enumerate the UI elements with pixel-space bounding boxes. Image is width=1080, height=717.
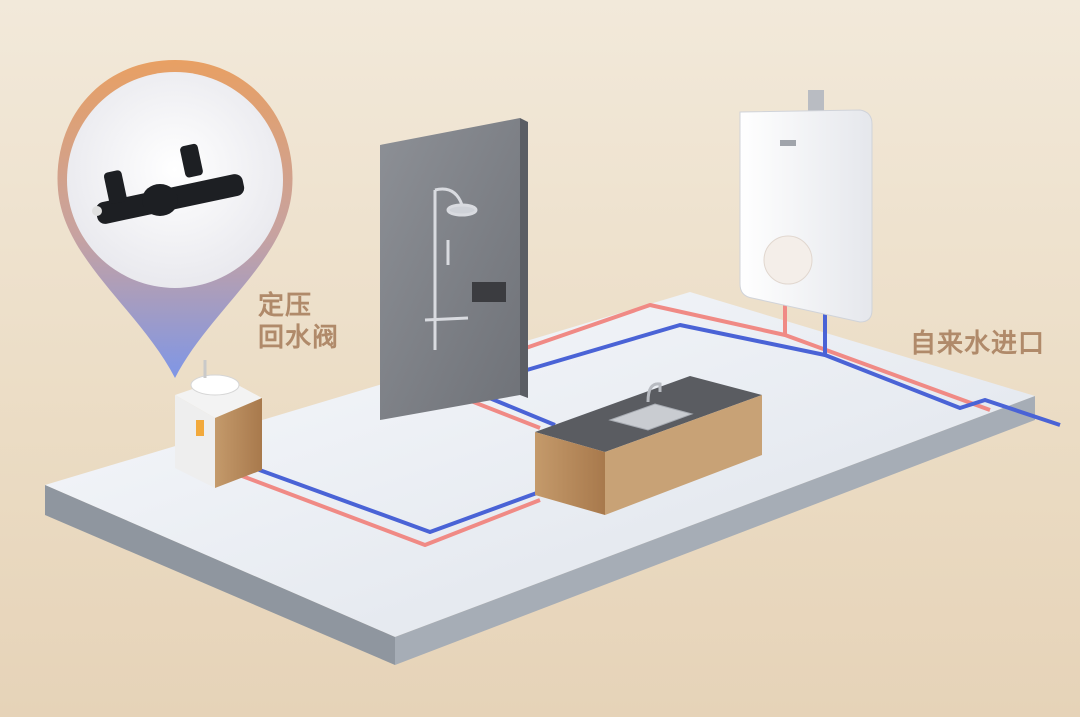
cold-water-pipes	[209, 300, 1061, 534]
sink-icon	[608, 382, 694, 431]
valve-label-line1: 定压	[258, 291, 313, 321]
map-pin-icon	[57, 60, 293, 378]
water-heater-icon	[739, 90, 873, 323]
shower-niche	[472, 282, 506, 302]
valve-label-line2: 回水阀	[258, 323, 340, 353]
water-inlet-label: 自来水进口	[910, 329, 1046, 359]
valve-icon	[196, 420, 204, 436]
valve-label: 定压 回水阀	[258, 290, 358, 354]
valve-product-icon	[92, 143, 245, 224]
faucet-icon	[646, 382, 662, 403]
shower-wall	[380, 118, 528, 420]
bathroom-sink-cabinet	[175, 360, 262, 488]
kitchen-counter	[535, 376, 762, 515]
shower-icon	[424, 187, 478, 350]
